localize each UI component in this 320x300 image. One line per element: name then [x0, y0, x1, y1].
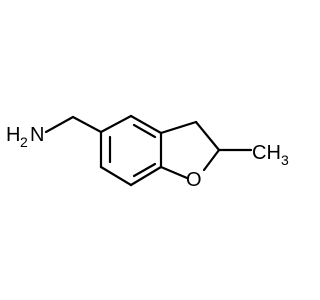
bond-ch2-ring [71, 115, 103, 134]
bond-o-ring [159, 165, 189, 180]
bond-ring-4 [129, 165, 163, 187]
bond-ring-2 [129, 114, 163, 135]
amine-label-h: H [6, 124, 20, 146]
amine-label-subscript: 2 [20, 134, 28, 150]
methyl-label-subscript: 3 [281, 152, 289, 168]
methyl-label-ch: CH [252, 142, 281, 164]
oxygen-label: O [186, 169, 202, 191]
bond-aromatic-inner-2 [132, 162, 157, 178]
bond-n-ch2 [44, 115, 75, 134]
amine-label-n: N [30, 124, 44, 146]
bond-ring-ch2 [159, 120, 198, 135]
bond-ch2-chme [194, 120, 221, 152]
molecule-structure: H 2 N O CH 3 [6, 114, 289, 191]
bond-ring-1 [99, 114, 133, 134]
bond-ring-5 [99, 165, 133, 187]
bond-chme-o [202, 148, 221, 172]
bond-aromatic-inner-1 [132, 123, 157, 139]
